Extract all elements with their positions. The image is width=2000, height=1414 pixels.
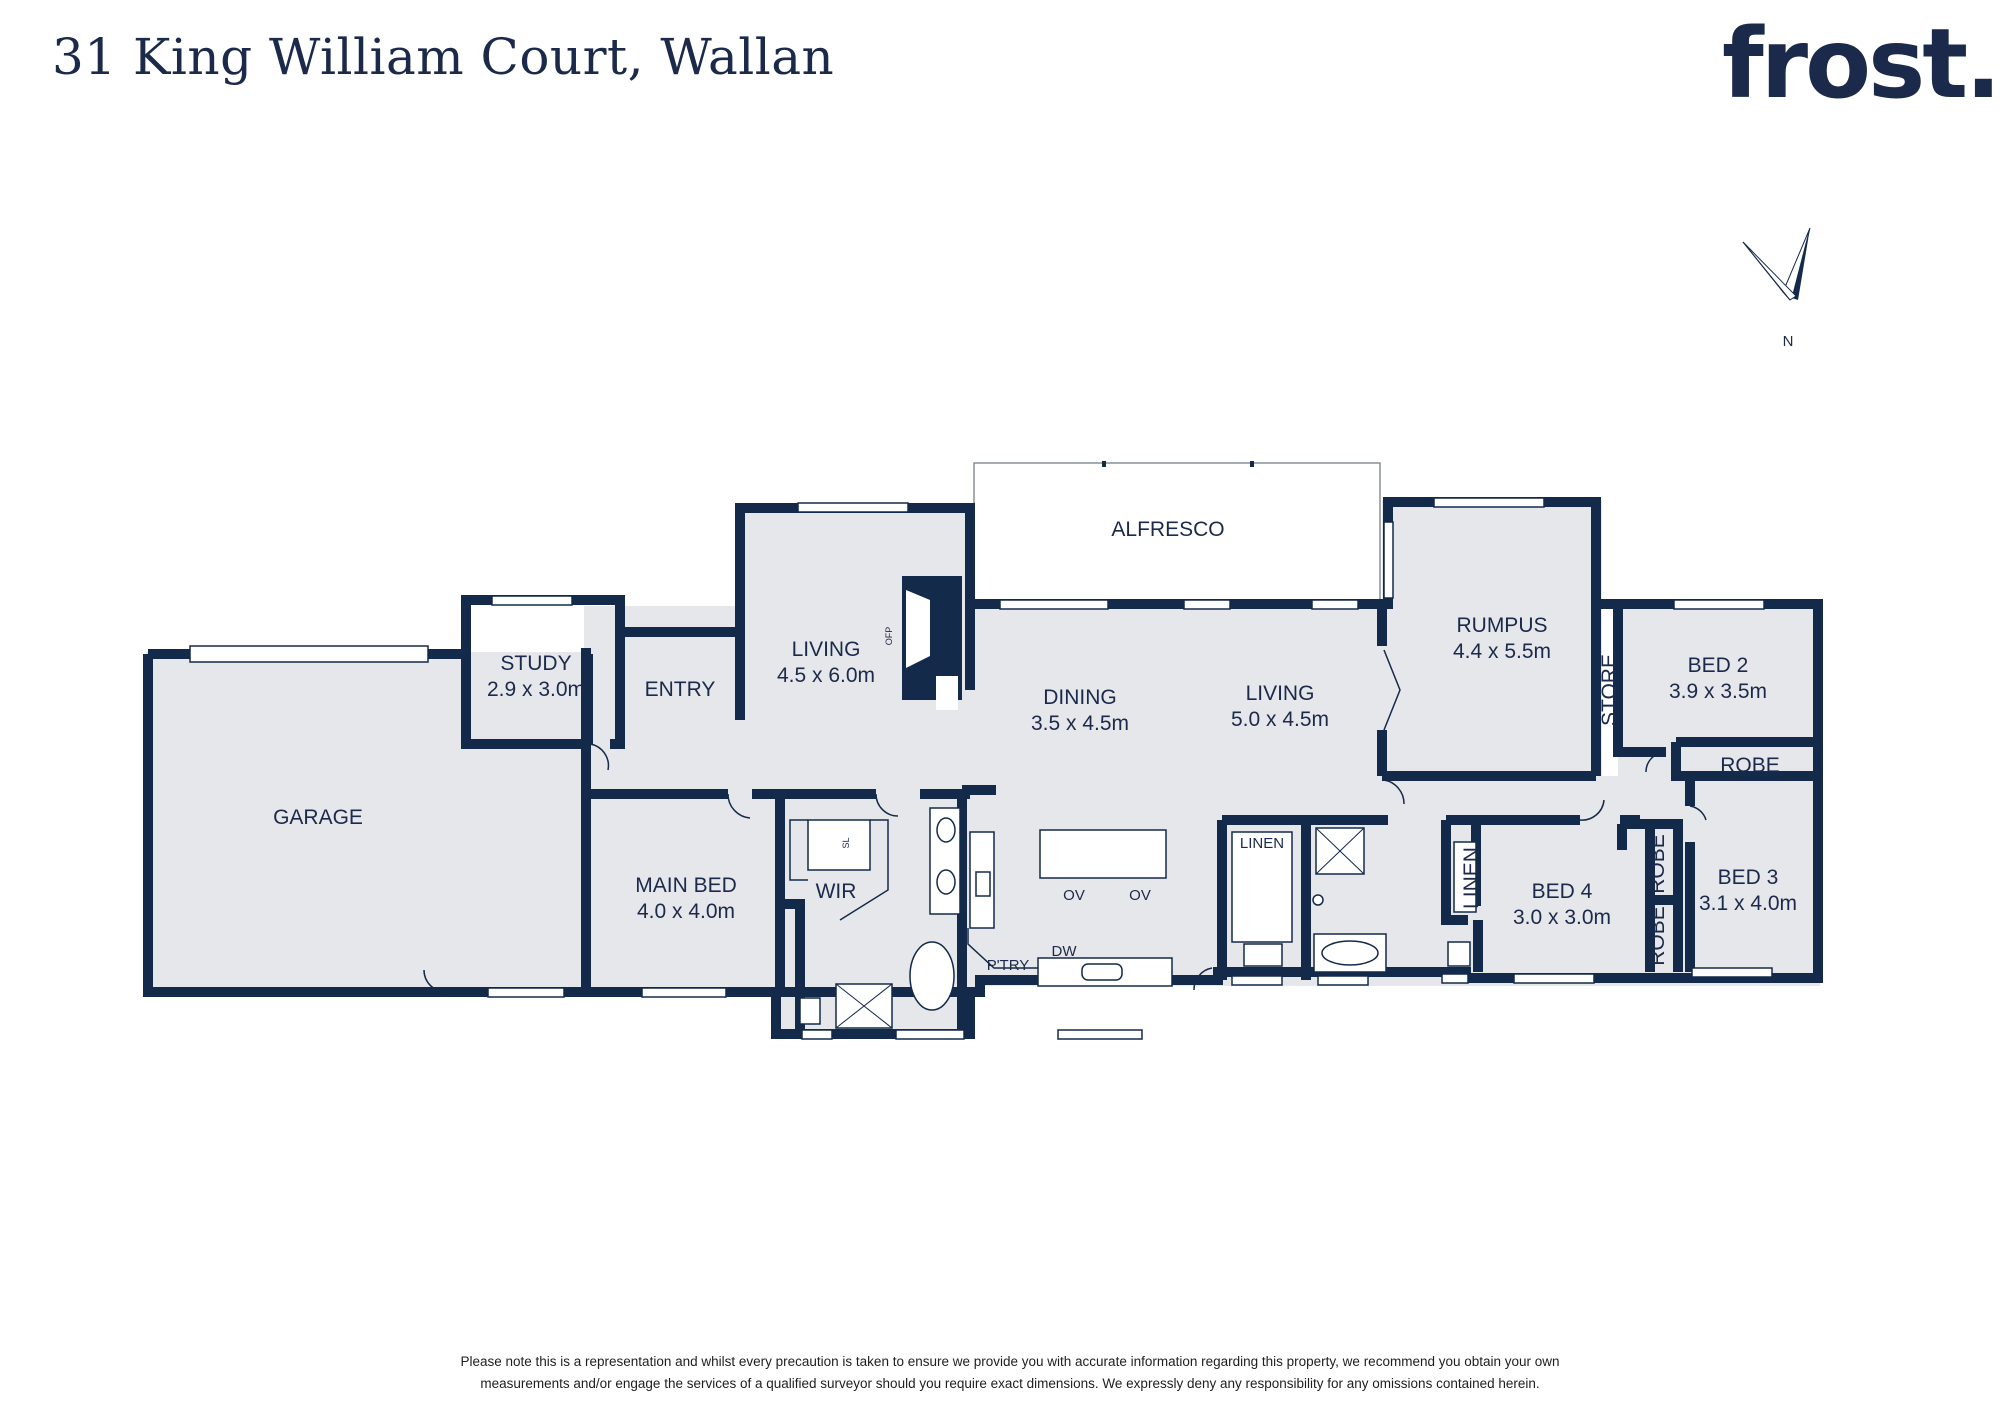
room-bed3-name: BED 3	[1718, 866, 1779, 889]
oven-2-label: OV	[1129, 887, 1151, 904]
washer-icon	[1243, 943, 1283, 967]
alfresco-area	[973, 462, 1381, 606]
basin-icon	[936, 869, 956, 895]
room-wir-name: WIR	[816, 880, 857, 903]
room-bed4-name: BED 4	[1532, 880, 1593, 903]
room-rumpus-size: 4.4 x 5.5m	[1453, 640, 1551, 663]
room-linen-laundry-name: LINEN	[1240, 835, 1284, 852]
toilet-icon	[1447, 941, 1471, 967]
north-arrow-icon	[1742, 227, 1811, 301]
disclaimer-line-2: measurements and/or engage the services …	[480, 1376, 1540, 1391]
room-robe-b-name: ROBE	[1646, 906, 1669, 966]
wir-shelf-label: SL	[841, 837, 851, 848]
room-robe-a-name: ROBE	[1646, 834, 1669, 894]
room-store-name: STORE	[1598, 654, 1621, 726]
room-study-name: STUDY	[500, 652, 571, 675]
laundry-bench	[1231, 831, 1293, 943]
windows	[189, 497, 1773, 1040]
brand-logo: frost.	[1722, 8, 2000, 120]
room-rumpus-name: RUMPUS	[1456, 614, 1547, 637]
disclaimer-line-1: Please note this is a representation and…	[460, 1354, 1560, 1369]
linen-cupboard	[1453, 841, 1477, 913]
fireplace-label: OFP	[884, 627, 894, 646]
room-linen-hall-name: LINEN	[1460, 847, 1483, 909]
room-bed3-size: 3.1 x 4.0m	[1699, 892, 1797, 915]
room-main-bed-name: MAIN BED	[635, 874, 737, 897]
room-living-rear-size: 5.0 x 4.5m	[1231, 708, 1329, 731]
kitchen-island	[1039, 829, 1167, 879]
cooktop-icon	[975, 871, 991, 897]
room-dining-name: DINING	[1043, 686, 1117, 709]
room-dining-size: 3.5 x 4.5m	[1031, 712, 1129, 735]
room-main-bed-size: 4.0 x 4.0m	[637, 900, 735, 923]
room-pantry-name: P'TRY	[987, 957, 1030, 974]
property-address: 31 King William Court, Wallan	[52, 28, 835, 86]
room-robe-bed2-name: ROBE	[1720, 754, 1780, 777]
room-entry-name: ENTRY	[645, 678, 716, 701]
dishwasher-label: DW	[1052, 943, 1078, 960]
basin-icon	[1312, 894, 1324, 906]
door-swings	[423, 649, 1707, 993]
room-living-front-name: LIVING	[792, 638, 861, 661]
bath-icon	[909, 941, 955, 1011]
room-bed2-size: 3.9 x 3.5m	[1669, 680, 1767, 703]
fireplace-icon	[902, 576, 962, 710]
room-study-size: 2.9 x 3.0m	[487, 678, 585, 701]
room-living-rear-name: LIVING	[1246, 682, 1315, 705]
toilet-icon	[799, 997, 821, 1025]
wir-shelf	[807, 819, 871, 871]
oven-1-label: OV	[1063, 887, 1085, 904]
room-alfresco-name: ALFRESCO	[1111, 518, 1224, 541]
room-living-front-size: 4.5 x 6.0m	[777, 664, 875, 687]
room-bed4-size: 3.0 x 3.0m	[1513, 906, 1611, 929]
disclaimer: Please note this is a representation and…	[360, 1351, 1660, 1395]
room-bed2-name: BED 2	[1688, 654, 1749, 677]
sink-bench	[1037, 957, 1173, 987]
room-garage-name: GARAGE	[273, 806, 363, 829]
sink-icon	[1081, 963, 1123, 981]
north-label: N	[1783, 333, 1794, 350]
basin-icon	[936, 817, 956, 843]
